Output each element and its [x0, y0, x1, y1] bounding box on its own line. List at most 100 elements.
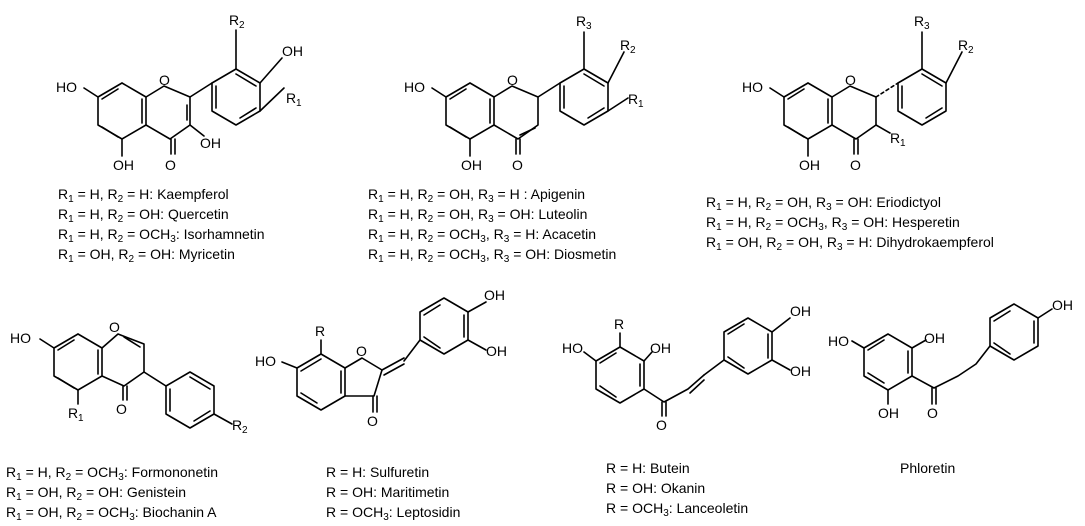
atom-label: R: [68, 405, 78, 421]
caption-text: R: [706, 234, 717, 250]
caption-line: R1 = H, R2 = OCH3, R3 = H: Acacetin: [368, 224, 616, 245]
atom-label: O: [850, 157, 861, 173]
caption-subscript: 1: [716, 222, 722, 233]
atom-label: OH: [878, 405, 899, 421]
caption-text: : Biochanin A: [134, 504, 217, 520]
caption-subscript: 1: [68, 214, 74, 225]
caption-line: R1 = H, R2 = OCH3: Formononetin: [6, 462, 218, 483]
caption-text: R: [6, 484, 17, 500]
caption-line: R1 = H, R2 = OH, R3 = OH: Luteolin: [368, 204, 616, 225]
caption-line: R = H: Sulfuretin: [326, 462, 460, 482]
atom-label: O: [845, 72, 856, 88]
atom-label: 1: [900, 138, 906, 149]
caption-text: = H : Apigenin: [493, 186, 586, 202]
atom-label: O: [116, 401, 127, 417]
caption-subscript: 1: [378, 254, 384, 265]
caption-text: : Leptosidin: [388, 504, 461, 520]
caption-line: R1 = OH, R2 = OCH3: Biochanin A: [6, 502, 218, 523]
atom-label: HO: [56, 79, 77, 95]
caption-line: R1 = H, R2 = OCH3, R3 = OH: Hesperetin: [706, 212, 994, 233]
atom-label: 1: [78, 413, 84, 424]
caption-text: R = OCH: [606, 500, 664, 516]
atom-label: OH: [484, 287, 505, 303]
caption-subscript: 1: [68, 194, 74, 205]
caption-text: : Isorhamnetin: [175, 226, 265, 242]
caption-subscript: 2: [427, 234, 434, 245]
caption-text: R: [58, 206, 69, 222]
caption-line: R1 = OH, R2 = OH, R3 = H: Dihydrokaempfe…: [706, 232, 994, 253]
structure-dihydrochalcone: [851, 303, 1053, 405]
caption-text: = OH: Quercetin: [123, 206, 229, 222]
atom-label: OH: [790, 303, 811, 319]
caption-line: R = OCH3: Leptosidin: [326, 502, 461, 523]
caption-text: R: [58, 246, 69, 262]
atom-label: O: [507, 72, 518, 88]
caption-text: = OCH: [433, 226, 481, 242]
caption-text: R: [368, 186, 379, 202]
caption-text: = OCH: [123, 226, 171, 242]
atom-label: HO: [742, 79, 763, 95]
caption-text: R = H: Butein: [606, 460, 690, 476]
caption-subscript: 1: [16, 472, 22, 483]
caption-text: R: [6, 464, 17, 480]
caption-text: = H, R: [21, 464, 66, 480]
caption-text: R = OH: Okanin: [606, 480, 706, 496]
atom-label: OH: [650, 340, 671, 356]
atom-label: 1: [296, 98, 302, 109]
atom-label: R: [286, 90, 296, 106]
caption-line: R = OH: Maritimetin: [326, 482, 460, 502]
caption-line: Phloretin: [900, 458, 955, 478]
caption-subscript: 3: [118, 472, 124, 483]
caption-flavonols: R1 = H, R2 = H: Kaempferol R1 = H, R2 = O…: [58, 184, 265, 265]
caption-text: = H, R: [73, 206, 118, 222]
atom-label: OH: [113, 157, 134, 173]
caption-subscript: 2: [76, 492, 83, 503]
caption-subscript: 3: [480, 234, 486, 245]
caption-text: = OH, R: [21, 484, 77, 500]
caption-subscript: 1: [378, 194, 384, 205]
atom-label: R: [890, 130, 900, 146]
caption-line: R = OH: Okanin: [606, 478, 748, 498]
caption-text: R = H: Sulfuretin: [326, 464, 430, 480]
caption-subscript: 2: [427, 214, 434, 225]
atom-label: R: [315, 323, 325, 339]
caption-line: R1 = H, R2 = OH, R3 = OH: Eriodictyol: [706, 192, 994, 213]
caption-subscript: 2: [427, 194, 434, 205]
caption-line: R1 = H, R2 = H: Kaempferol: [58, 184, 265, 205]
caption-text: , R: [485, 226, 504, 242]
caption-subscript: 2: [65, 472, 72, 483]
structure-flavone: [431, 31, 629, 157]
caption-text: = H, R: [383, 206, 428, 222]
caption-line: R1 = H, R2 = OCH3: Isorhamnetin: [58, 224, 265, 245]
caption-subscript: 2: [76, 512, 83, 523]
caption-text: = OCH: [771, 214, 819, 230]
caption-text: = OH, R: [721, 234, 777, 250]
atom-label: 2: [968, 45, 974, 56]
caption-text: = H, R: [721, 214, 766, 230]
atom-label: R: [614, 316, 624, 332]
caption-text: = OH, R: [771, 194, 827, 210]
atom-label: R: [914, 13, 924, 29]
caption-text: = OCH: [433, 246, 481, 262]
caption-line: R1 = OH, R2 = OH: Genistein: [6, 482, 218, 503]
caption-subscript: 3: [826, 202, 832, 213]
caption-subscript: 3: [170, 234, 176, 245]
caption-text: = OH: Diosmetin: [509, 246, 617, 262]
caption-subscript: 1: [378, 214, 384, 225]
atom-label: R: [576, 13, 586, 29]
atom-label: HO: [404, 79, 425, 95]
atom-label: 2: [239, 20, 245, 31]
caption-text: = OH, R: [433, 186, 489, 202]
caption-text: R = OCH: [326, 504, 384, 520]
caption-subscript: 2: [776, 242, 783, 253]
caption-subscript: 1: [378, 234, 384, 245]
atom-label: 3: [586, 21, 592, 32]
caption-subscript: 3: [488, 214, 494, 225]
caption-text: R: [706, 194, 717, 210]
caption-subscript: 3: [480, 254, 486, 265]
caption-dihydrochalcones: Phloretin: [900, 458, 955, 478]
